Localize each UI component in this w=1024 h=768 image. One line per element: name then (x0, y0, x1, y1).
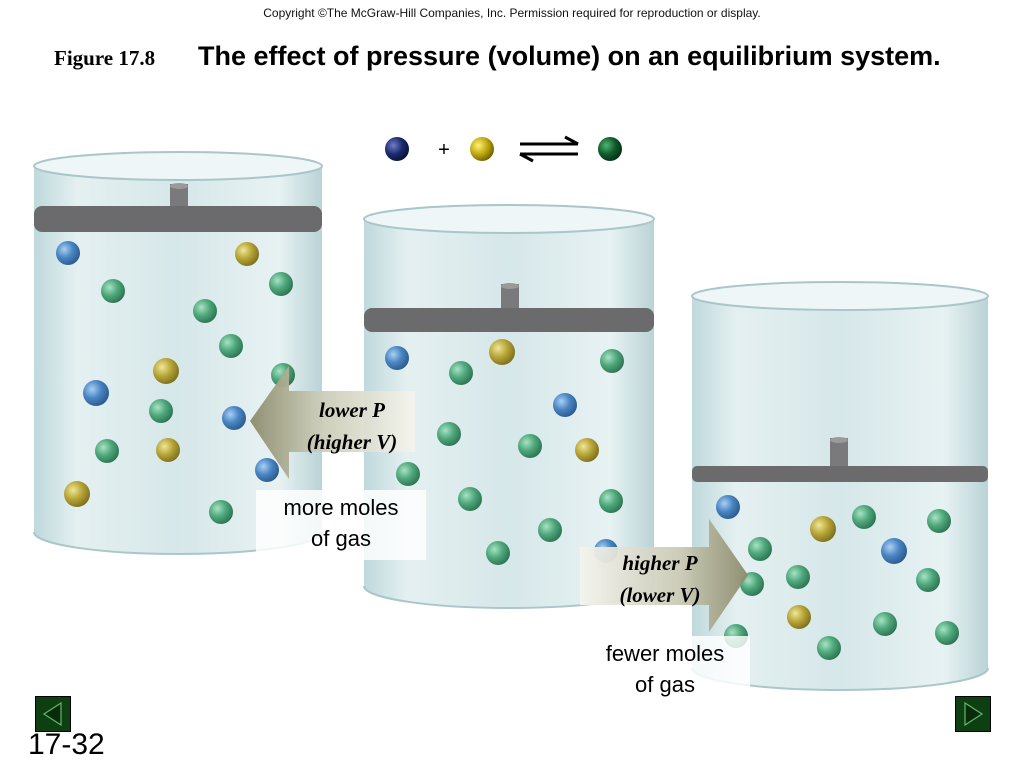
higher-pressure-label: higher P (lower V) (600, 547, 720, 611)
higher-p-text: higher P (622, 551, 698, 575)
piston (692, 466, 988, 482)
next-slide-button[interactable] (955, 696, 991, 732)
cylinder-medium-volume (363, 204, 655, 609)
triangle-right-icon (964, 701, 984, 727)
lower-pressure-label: lower P (higher V) (290, 394, 414, 458)
green-sphere-icon (598, 137, 622, 161)
fewer-moles-caption: fewer moles of gas (580, 636, 750, 702)
piston (364, 308, 654, 332)
more-moles-line1: more moles (283, 495, 399, 520)
higher-v-text: (higher V) (306, 430, 398, 454)
blue-sphere-icon (385, 137, 409, 161)
triangle-left-icon (42, 701, 62, 727)
yellow-sphere-icon (470, 137, 494, 161)
lower-pressure-arrow (250, 366, 415, 479)
plus-sign: + (438, 139, 450, 161)
equation-row (385, 135, 622, 163)
fewer-moles-line1: fewer moles (605, 641, 725, 666)
figure-label: Figure 17.8 (54, 46, 156, 70)
molecules-large (56, 241, 295, 524)
figure-title: The effect of pressure (volume) on an eq… (198, 41, 941, 71)
higher-pressure-arrow (580, 519, 748, 632)
more-moles-caption: more moles of gas (256, 490, 426, 560)
copyright-notice: Copyright ©The McGraw-Hill Companies, In… (263, 6, 761, 20)
lower-v-text: (lower V) (619, 583, 701, 607)
slide-number: 17-32 (28, 728, 105, 761)
molecules-medium (385, 339, 624, 565)
previous-slide-button[interactable] (35, 696, 71, 732)
piston-rod (501, 284, 519, 308)
lower-p-text: lower P (319, 398, 385, 422)
cylinder-small-volume (691, 281, 989, 691)
piston-rod (170, 184, 188, 206)
more-moles-line2: of gas (311, 526, 371, 551)
cylinder-large-volume (33, 151, 323, 555)
piston-rod (830, 438, 848, 466)
piston (34, 206, 322, 232)
fewer-moles-line2: of gas (635, 672, 695, 697)
molecules-small (716, 495, 959, 660)
equilibrium-arrows-icon (519, 135, 579, 163)
